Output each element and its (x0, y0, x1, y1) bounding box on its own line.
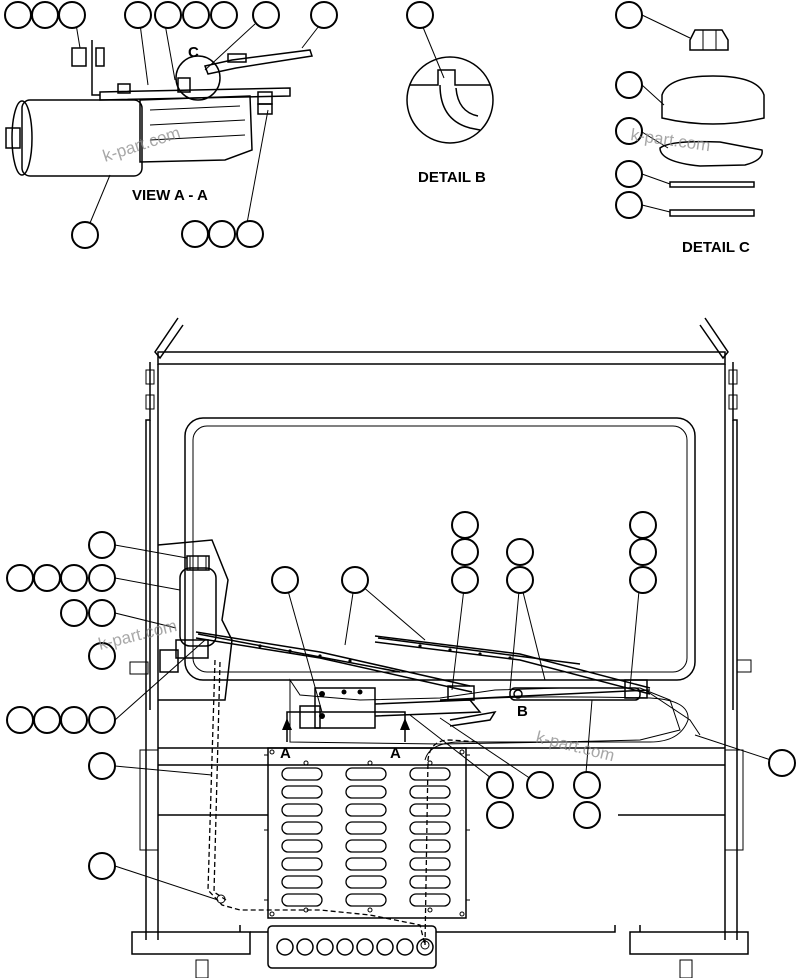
watermark: k-part.com (629, 125, 711, 155)
flat-washer (669, 209, 755, 217)
wiper-motor-assembly (299, 679, 701, 761)
bottom-console (250, 925, 616, 969)
detail-c-drawing (615, 1, 765, 219)
callout-bubble (486, 771, 514, 799)
wiper-motor-body (21, 99, 143, 177)
cab-front-outline (157, 364, 726, 940)
wiper-arm-left (195, 631, 471, 687)
callout-bubble (6, 706, 34, 734)
motor-end-cap (11, 100, 33, 176)
callout-bubble (208, 220, 236, 248)
callout-bubble (182, 1, 210, 29)
callout-bubble (573, 801, 601, 829)
detail-b-label: DETAIL B (418, 169, 486, 186)
wiper-motor (314, 687, 376, 729)
callout-bubble (615, 1, 643, 29)
leader-lines (114, 544, 781, 901)
wiper-blade-left (197, 633, 401, 673)
console-panel (267, 925, 437, 969)
callout-bubble (88, 852, 116, 880)
callout-bubble (60, 599, 88, 627)
callout-bubble (71, 221, 99, 249)
washer (659, 140, 763, 167)
louvered-grille-panel (264, 747, 470, 919)
cab-roof-frame (157, 351, 726, 365)
callout-bubble (88, 564, 116, 592)
callout-bubble (506, 538, 534, 566)
callout-bubble (31, 1, 59, 29)
callout-bubble (60, 564, 88, 592)
callout-bubble (33, 564, 61, 592)
view-aa-label: VIEW A - A (132, 187, 208, 204)
callout-bubble (615, 117, 643, 145)
washer-hose (424, 696, 689, 761)
callout-bubble (210, 1, 238, 29)
callout-bubble (4, 1, 32, 29)
callout-bubble (451, 511, 479, 539)
callout-bubbles-main (6, 511, 796, 880)
section-a-left: A (280, 745, 291, 762)
section-a-right: A (390, 745, 401, 762)
wiper-blade-right (377, 637, 581, 665)
washer-reservoir (157, 539, 233, 701)
detail-b-circle (406, 56, 494, 144)
linkage-rod (439, 689, 651, 701)
motor-shaft (5, 127, 21, 149)
wiper-arm-right (374, 635, 651, 689)
callout-bubble (88, 599, 116, 627)
callout-bubble (486, 801, 514, 829)
detail-c-callout-circle (175, 55, 221, 101)
windshield-inner (192, 425, 688, 673)
callout-bubble (58, 1, 86, 29)
detail-c-label: DETAIL C (682, 239, 750, 256)
callout-bubble (6, 564, 34, 592)
callout-bubble (629, 538, 657, 566)
marker-b: B (517, 703, 528, 720)
callout-bubble (271, 566, 299, 594)
right-foot (629, 931, 749, 955)
callout-bubble (526, 771, 554, 799)
callout-bubble (629, 566, 657, 594)
wiper-crank-arm (203, 49, 313, 75)
callout-bubble (629, 511, 657, 539)
callout-bubble (252, 1, 280, 29)
grommet (661, 75, 765, 125)
detail-b-drawing (406, 1, 494, 144)
callout-bubble (236, 220, 264, 248)
callout-bubble (406, 1, 434, 29)
callout-bubble (310, 1, 338, 29)
callout-bubble (88, 706, 116, 734)
callout-bubble (88, 642, 116, 670)
callout-bubble (615, 160, 643, 188)
marker-c: C (188, 44, 199, 61)
windshield-outer (184, 417, 696, 681)
callout-bubble (124, 1, 152, 29)
callout-bubble (506, 566, 534, 594)
callout-bubble (181, 220, 209, 248)
washer-lines-dashed (207, 659, 481, 950)
mounting-bracket (99, 87, 291, 101)
callout-bubble (88, 531, 116, 559)
callout-bubble (451, 566, 479, 594)
callout-bubble (88, 752, 116, 780)
callout-bubble (615, 71, 643, 99)
callout-bubble (573, 771, 601, 799)
flat-washer (669, 181, 755, 188)
callout-bubble (341, 566, 369, 594)
callout-bubbles-view-aa (4, 1, 338, 249)
callout-bubble (33, 706, 61, 734)
left-foot (131, 931, 251, 955)
callout-bubble (60, 706, 88, 734)
section-a-markers (282, 711, 410, 742)
callout-bubble (451, 538, 479, 566)
grille-panel-outline (267, 747, 467, 919)
callout-bubble (615, 191, 643, 219)
callout-bubble (154, 1, 182, 29)
watermark: k-part.com (534, 727, 617, 765)
callout-bubble (768, 749, 796, 777)
wiper-arms (195, 631, 651, 695)
nut (689, 29, 729, 51)
